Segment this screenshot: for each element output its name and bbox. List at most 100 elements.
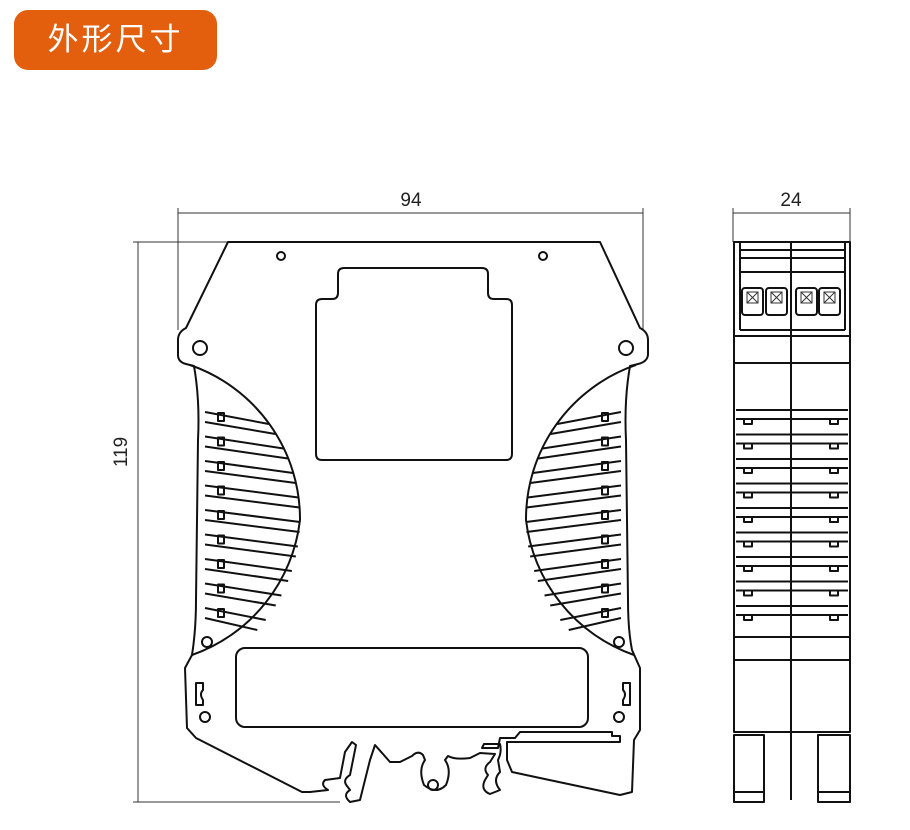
- mounting-hole: [199, 711, 211, 723]
- top-window: [315, 267, 513, 461]
- bottom-window: [235, 647, 589, 728]
- height-label: 119: [111, 437, 132, 467]
- vent-fin: [204, 445, 289, 460]
- side-fin-tab: [743, 516, 753, 523]
- vent-fin: [544, 582, 622, 597]
- clip-hole: [427, 779, 439, 791]
- side-fin-tab: [829, 442, 839, 450]
- mounting-hole: [613, 636, 625, 648]
- side-fin-tab: [743, 565, 753, 572]
- side-slot: [195, 682, 204, 706]
- width-dimension: 94: [177, 190, 644, 330]
- fin-notch: [217, 608, 225, 618]
- vent-fin: [204, 421, 276, 435]
- vent-fin: [204, 411, 269, 425]
- vent-fin: [204, 592, 276, 607]
- vent-fin: [204, 543, 296, 558]
- terminal-cross: [823, 291, 836, 304]
- front-view: [177, 241, 649, 803]
- width-label: 94: [400, 190, 422, 211]
- side-fin-tab: [829, 418, 839, 425]
- fin-notch: [217, 436, 225, 447]
- fin-notch: [601, 534, 609, 545]
- side-fin-tab: [829, 565, 839, 572]
- side-fin-tab: [743, 467, 753, 474]
- vent-fin: [530, 543, 622, 558]
- vent-fin: [204, 470, 296, 484]
- terminal-screw-head: [746, 291, 759, 304]
- vent-fin: [560, 607, 622, 621]
- terminal-cross: [746, 291, 759, 304]
- vent-fin: [204, 607, 266, 621]
- terminal-screw-head: [800, 291, 813, 304]
- depth-dimension: 24: [732, 190, 851, 242]
- terminal-cross: [800, 291, 813, 304]
- fin-notch: [217, 485, 225, 496]
- side-fin-tab: [743, 589, 753, 597]
- vent-fin: [542, 435, 622, 450]
- side-fin-tab: [829, 589, 839, 597]
- side-fin-tab: [829, 467, 839, 474]
- terminal-screw-head: [770, 291, 783, 304]
- side-vent-fins: [736, 409, 848, 621]
- terminal-cross: [770, 291, 783, 304]
- mounting-hole: [276, 251, 286, 261]
- vent-fin: [550, 592, 622, 607]
- terminal-screw-head: [823, 291, 836, 304]
- vent-fin: [526, 519, 622, 533]
- front-outline: [177, 241, 649, 803]
- fin-notch: [217, 461, 225, 471]
- mounting-hole: [613, 711, 625, 723]
- terminal-screw: [818, 287, 841, 316]
- vent-fin: [204, 494, 300, 509]
- vent-fin: [557, 411, 622, 425]
- height-dimension: 119: [111, 241, 340, 803]
- vent-fin: [568, 617, 622, 631]
- vent-fin: [204, 617, 258, 631]
- side-fin-tab: [829, 516, 839, 523]
- fin-notch: [217, 510, 225, 520]
- fin-notch: [601, 559, 609, 569]
- vent-fin: [204, 519, 300, 533]
- terminal-block: [741, 287, 841, 316]
- fin-notch: [601, 485, 609, 496]
- side-fin-tab: [829, 614, 839, 621]
- side-slot: [622, 682, 631, 706]
- fin-notch: [601, 583, 609, 594]
- fin-notch: [217, 412, 225, 422]
- fin-notch: [601, 608, 609, 618]
- side-fin-tab: [743, 540, 753, 548]
- mounting-hole: [201, 636, 213, 648]
- side-fin-tab: [829, 491, 839, 499]
- vent-fin: [537, 568, 622, 582]
- vent-fin: [204, 435, 284, 450]
- vent-fin: [537, 445, 622, 460]
- fin-notch: [601, 510, 609, 520]
- din-foot-left: [733, 734, 765, 803]
- section-title-badge: 外形尺寸: [14, 10, 217, 70]
- terminal-screw: [765, 287, 788, 316]
- vent-fin: [530, 470, 622, 484]
- side-fin-tab: [743, 442, 753, 450]
- fin-notch: [601, 412, 609, 422]
- side-fin-tab: [743, 614, 753, 621]
- vent-fin: [204, 568, 289, 582]
- fin-notch: [601, 461, 609, 471]
- fin-notch: [217, 559, 225, 569]
- terminal-screw: [795, 287, 818, 316]
- mounting-hole: [538, 251, 548, 261]
- fin-notch: [601, 436, 609, 447]
- side-fin-tab: [829, 540, 839, 548]
- vent-fin: [204, 582, 282, 597]
- fin-notch: [217, 583, 225, 594]
- depth-label: 24: [780, 190, 802, 211]
- mounting-hole: [618, 340, 634, 356]
- vent-fin: [526, 494, 622, 509]
- side-fin-tab: [743, 491, 753, 499]
- vent-fins-right: [524, 364, 637, 656]
- din-foot-right: [817, 734, 851, 803]
- terminal-screw: [741, 287, 764, 316]
- mounting-hole: [192, 340, 208, 356]
- fin-notch: [217, 534, 225, 545]
